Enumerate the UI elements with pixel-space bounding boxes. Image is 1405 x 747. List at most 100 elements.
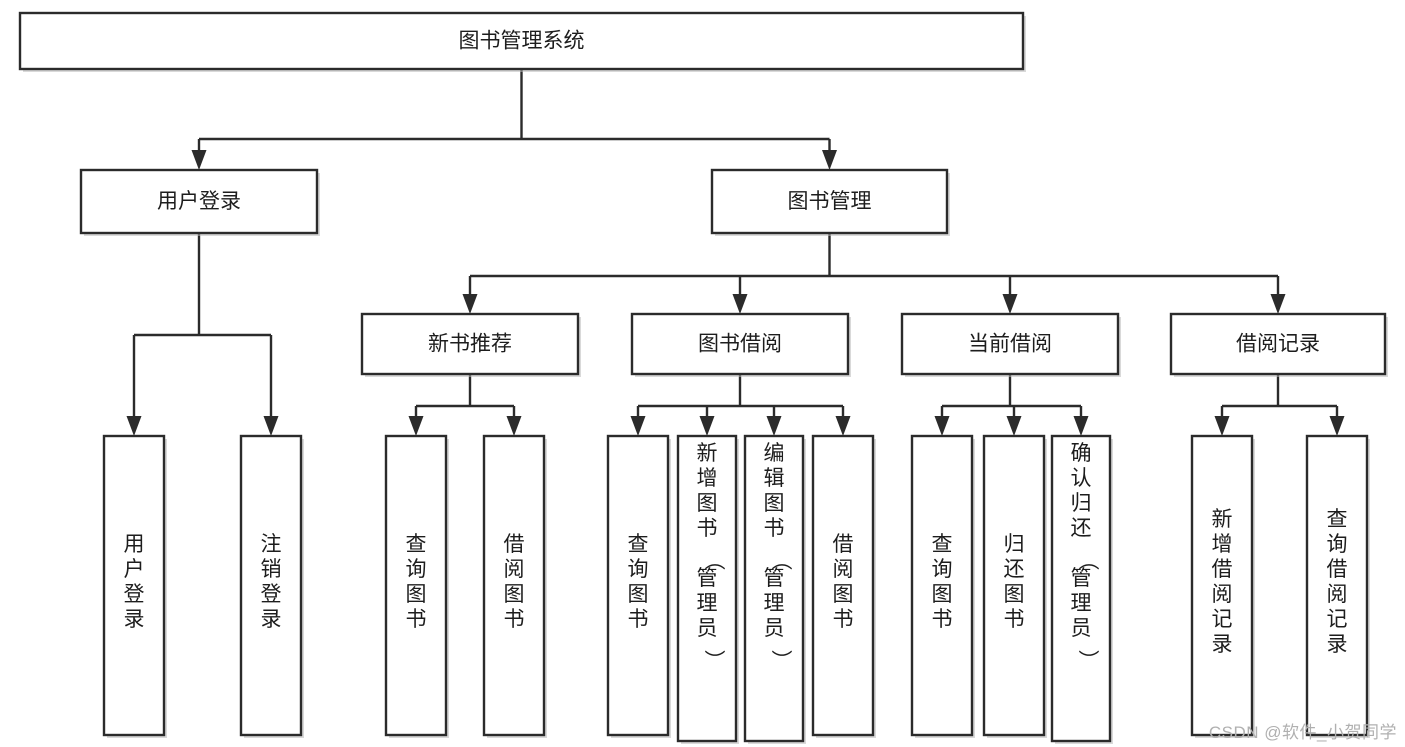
node-label-char: 录 (124, 608, 145, 631)
arrow-head-icon (934, 416, 950, 436)
connector-layer (126, 69, 1345, 436)
node-label-char: 图 (628, 583, 649, 606)
node-l2-borrow-record[interactable]: 借阅记录 (1169, 312, 1388, 377)
node-box (239, 434, 303, 737)
arrow-head-icon (408, 416, 424, 436)
node-label-char: 阅 (1327, 583, 1348, 606)
node-label-char: 图 (1004, 583, 1025, 606)
node-label-char: 用 (124, 533, 145, 556)
node-box (18, 11, 1025, 71)
node-box (384, 434, 448, 737)
node-label-char: 增 (697, 467, 718, 490)
node-root[interactable]: 图书管理系统 (18, 11, 1026, 72)
node-label-char: 户 (124, 558, 145, 581)
arrow-head-icon (699, 416, 715, 436)
arrow-head-icon (462, 294, 478, 314)
node-label-char: 图 (697, 492, 718, 515)
node-label-char: 阅 (833, 558, 854, 581)
node-label-char: 员 (764, 617, 785, 640)
node-l2-current-borrow[interactable]: 当前借阅 (900, 312, 1121, 377)
arrow-head-icon (1270, 294, 1286, 314)
node-box (900, 312, 1120, 376)
node-label-char: 还 (1071, 517, 1092, 540)
arrow-head-icon (630, 416, 646, 436)
arrow-head-icon (1214, 416, 1230, 436)
node-label-char: 辑 (764, 467, 785, 490)
node-box (710, 168, 949, 235)
node-label-char: 记 (1327, 608, 1348, 631)
node-label-char: 理 (1071, 592, 1092, 615)
node-label-char: 图 (833, 583, 854, 606)
arrow-head-icon (835, 416, 851, 436)
node-label-char: 阅 (504, 558, 525, 581)
arrow-head-icon (126, 416, 142, 436)
node-label-char: （ (702, 550, 725, 571)
node-label-char: 图 (764, 492, 785, 515)
arrow-head-icon (1329, 416, 1345, 436)
node-l1-book-manage[interactable]: 图书管理 (710, 168, 950, 236)
node-label-char: 记 (1212, 608, 1233, 631)
node-label-char: 归 (1071, 492, 1092, 515)
node-box (102, 434, 166, 737)
node-box (1190, 434, 1254, 737)
node-layer: 图书管理系统用户登录图书管理新书推荐图书借阅当前借阅借阅记录用户登录注销登录查询… (18, 11, 1388, 744)
node-box (606, 434, 670, 737)
node-label-char: 书 (406, 608, 427, 631)
node-box (676, 434, 738, 743)
node-label-char: 查 (1327, 508, 1348, 531)
node-box (1169, 312, 1387, 376)
node-label-char: 新 (1212, 508, 1233, 531)
node-label-char: 销 (261, 558, 282, 581)
node-box (360, 312, 580, 376)
node-label-char: （ (769, 550, 792, 571)
node-label-char: 登 (261, 583, 282, 606)
node-leaf-user-login[interactable]: 用户登录 (102, 434, 167, 738)
node-label-char: 认 (1071, 467, 1092, 490)
node-label-char: 图 (932, 583, 953, 606)
node-box (1305, 434, 1369, 737)
node-label-char: 理 (697, 592, 718, 615)
node-box (982, 434, 1046, 737)
node-label-char: 注 (261, 533, 282, 556)
node-label-char: 员 (697, 617, 718, 640)
node-label-char: 图 (406, 583, 427, 606)
node-label-char: 录 (1327, 633, 1348, 656)
arrow-head-icon (191, 150, 207, 170)
node-box (79, 168, 319, 235)
node-label-char: 录 (261, 608, 282, 631)
node-label-char: 编 (764, 442, 785, 465)
node-box (910, 434, 974, 737)
node-label-char: ） (702, 650, 725, 671)
node-label-char: 借 (1212, 558, 1233, 581)
arrow-head-icon (1002, 294, 1018, 314)
node-label-char: 询 (1327, 533, 1348, 556)
node-label-char: 图 (504, 583, 525, 606)
arrow-head-icon (766, 416, 782, 436)
node-label-char: 管 (764, 567, 785, 590)
node-l2-book-borrow[interactable]: 图书借阅 (630, 312, 851, 377)
node-label-char: 归 (1004, 533, 1025, 556)
node-l2-new-book-rec[interactable]: 新书推荐 (360, 312, 581, 377)
arrow-head-icon (263, 416, 279, 436)
node-label-char: 书 (628, 608, 649, 631)
arrow-head-icon (1006, 416, 1022, 436)
node-label-char: 借 (504, 533, 525, 556)
node-label-char: 书 (932, 608, 953, 631)
node-label-char: ） (1076, 650, 1099, 671)
node-l1-user-login[interactable]: 用户登录 (79, 168, 320, 236)
node-label-char: 员 (1071, 617, 1092, 640)
